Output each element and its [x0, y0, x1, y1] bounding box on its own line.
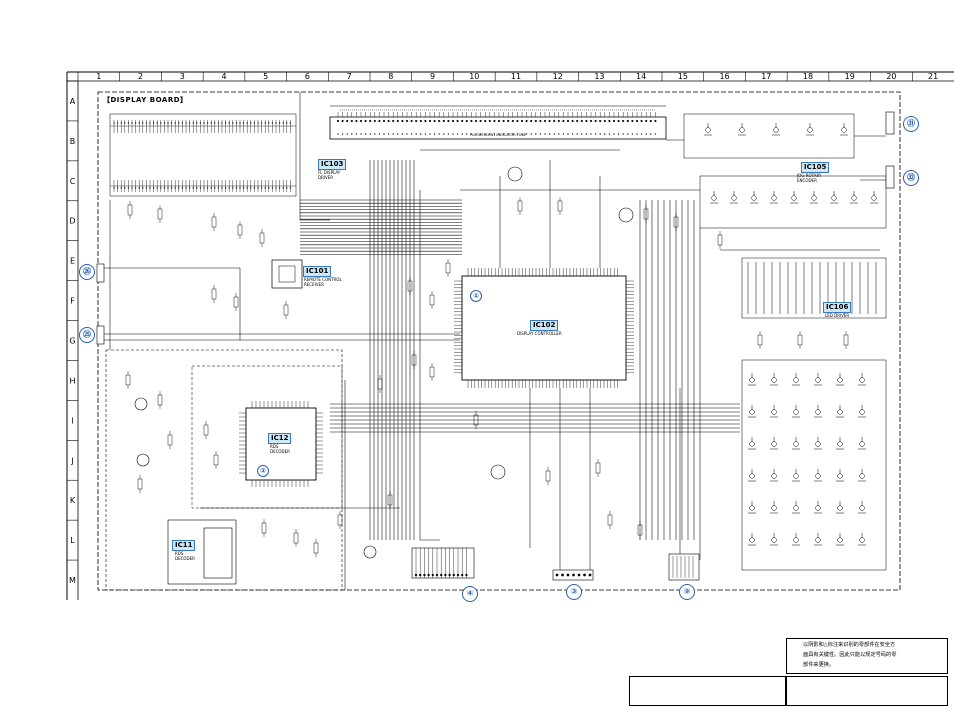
ic12-pins — [239, 401, 323, 487]
column-label: 10 — [469, 72, 479, 81]
safety-note-box — [786, 638, 948, 674]
column-label: 9 — [430, 72, 435, 81]
board-title: 【DISPLAY BOARD】 — [103, 96, 188, 104]
connector-31: ㉛ — [903, 116, 919, 132]
column-label: 12 — [553, 72, 563, 81]
row-label: B — [70, 137, 76, 146]
left-driver-pins — [113, 120, 292, 192]
connector-3: ③ — [566, 584, 582, 600]
row-label: A — [70, 97, 76, 106]
column-label: 14 — [636, 72, 646, 81]
ic103-tag: IC103 — [318, 159, 347, 170]
column-label: 8 — [388, 72, 393, 81]
row-label: M — [69, 576, 76, 585]
column-label: 15 — [678, 72, 688, 81]
safety-note-line-1: 以阴影和△标注来识别的零部件在安全方 — [803, 642, 896, 648]
row-label: G — [69, 337, 75, 346]
bottom-connectors — [411, 547, 700, 581]
switch-matrix — [704, 123, 878, 546]
column-label: 2 — [138, 72, 143, 81]
ic11-body — [167, 519, 237, 585]
bottom-connector-pins — [414, 548, 694, 578]
footer-box-left — [629, 676, 786, 706]
column-label: 18 — [803, 72, 813, 81]
column-label: 13 — [594, 72, 604, 81]
ic102-pins — [454, 268, 634, 388]
column-label: 21 — [928, 72, 938, 81]
tuner-region — [105, 349, 343, 591]
ic105-label: JOG ROTARY ENCODER — [797, 173, 822, 183]
left-driver-block — [109, 113, 297, 197]
safety-note-line-2: 面具有关键性。因此只能以规定号码的零 — [803, 652, 897, 658]
passive-components — [125, 197, 849, 557]
fl-tube-label: FLUORESCENT INDICATOR TUBE — [470, 133, 526, 137]
footer-box-right — [786, 676, 948, 706]
ic11-label: RDS DECODER — [175, 551, 195, 561]
safety-note-line-3: 部件来更换。 — [803, 662, 835, 668]
ic103-label: FL DISPLAY DRIVER — [318, 170, 341, 180]
pin1-marker-ic12: ② — [257, 465, 269, 477]
column-label: 1 — [96, 72, 101, 81]
column-label: 7 — [347, 72, 352, 81]
connector-26: ㉖ — [79, 264, 95, 280]
row-ticks: A B C D E F G H I J K L M — [67, 80, 78, 585]
fl-tube: FLUORESCENT INDICATOR TUBE — [329, 105, 667, 140]
column-label: 4 — [221, 72, 226, 81]
ic106-label: LED DRIVER — [825, 313, 850, 318]
fl-tube-pins — [336, 112, 657, 135]
row-label: E — [70, 257, 75, 266]
column-label: 17 — [761, 72, 771, 81]
connector-4: ④ — [462, 586, 478, 602]
ic102-tag: IC102 — [530, 320, 559, 331]
row-label: I — [71, 416, 73, 425]
right-switch-area — [683, 113, 887, 571]
transistors — [134, 166, 634, 559]
column-label: 6 — [305, 72, 310, 81]
row-label: J — [70, 456, 73, 465]
connector-25: ㉕ — [79, 327, 95, 343]
connector-9: ⑨ — [679, 584, 695, 600]
column-label: 3 — [180, 72, 185, 81]
column-label: 19 — [845, 72, 855, 81]
ic101-tag: IC101 — [303, 266, 332, 277]
row-label: K — [70, 496, 76, 505]
grid-frame — [66, 71, 954, 600]
row-label: F — [70, 297, 75, 306]
connector-32: ㉜ — [903, 170, 919, 186]
ic105-tag: IC105 — [801, 162, 830, 173]
right-connectors — [885, 111, 895, 189]
ic101-body — [271, 259, 303, 289]
pin1-marker-ic102: ① — [470, 290, 482, 302]
ic101-label: REMOTE CONTROL RECEIVER — [304, 277, 342, 287]
ic106-tag: IC106 — [823, 302, 852, 313]
column-label: 20 — [886, 72, 896, 81]
ic102-label: DISPLAY CONTROLLER — [517, 331, 562, 336]
ic12-tag: IC12 — [268, 433, 292, 444]
board-outline — [97, 91, 901, 591]
row-label: C — [70, 177, 76, 186]
ic12-label: RDS DECODER — [270, 444, 290, 454]
column-label: 16 — [719, 72, 729, 81]
row-label: L — [70, 536, 75, 545]
left-connectors — [96, 263, 105, 345]
row-label: D — [69, 217, 75, 226]
row-label: H — [69, 376, 75, 385]
column-label: 5 — [263, 72, 268, 81]
wiring — [104, 92, 886, 590]
ic11-tag: IC11 — [172, 540, 196, 551]
column-label: 11 — [511, 72, 521, 81]
